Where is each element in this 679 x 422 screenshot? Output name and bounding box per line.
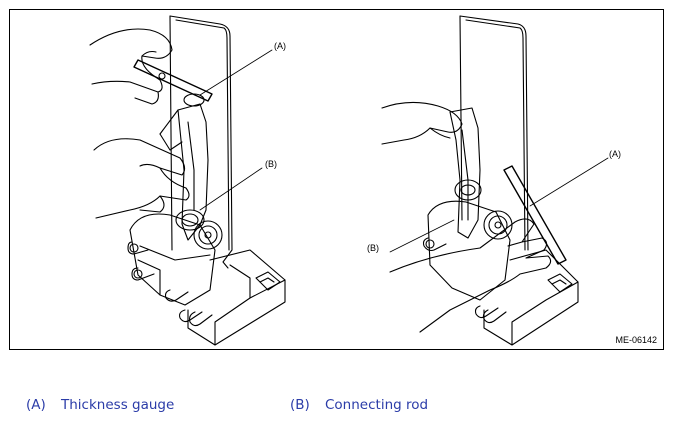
- callout-left-b: (B): [265, 159, 277, 169]
- callout-left-a: (A): [274, 41, 286, 51]
- legend-label: Connecting rod: [325, 397, 429, 413]
- figure-id-label: ME-06142: [615, 335, 657, 345]
- legend-key: (B): [290, 397, 310, 413]
- callout-right-b: (B): [367, 243, 379, 253]
- legend-label: Thickness gauge: [61, 397, 175, 413]
- legend-key: (A): [26, 397, 46, 413]
- figure-frame: (A) (B) (A) (B) ME-06142: [9, 9, 664, 350]
- legend-item-a: (A) Thickness gauge: [26, 397, 174, 413]
- callout-right-a: (A): [609, 149, 621, 159]
- illustration: [89, 15, 609, 346]
- legend-item-b: (B) Connecting rod: [290, 397, 428, 413]
- left-drawing: [89, 15, 286, 346]
- right-drawing: [381, 15, 609, 346]
